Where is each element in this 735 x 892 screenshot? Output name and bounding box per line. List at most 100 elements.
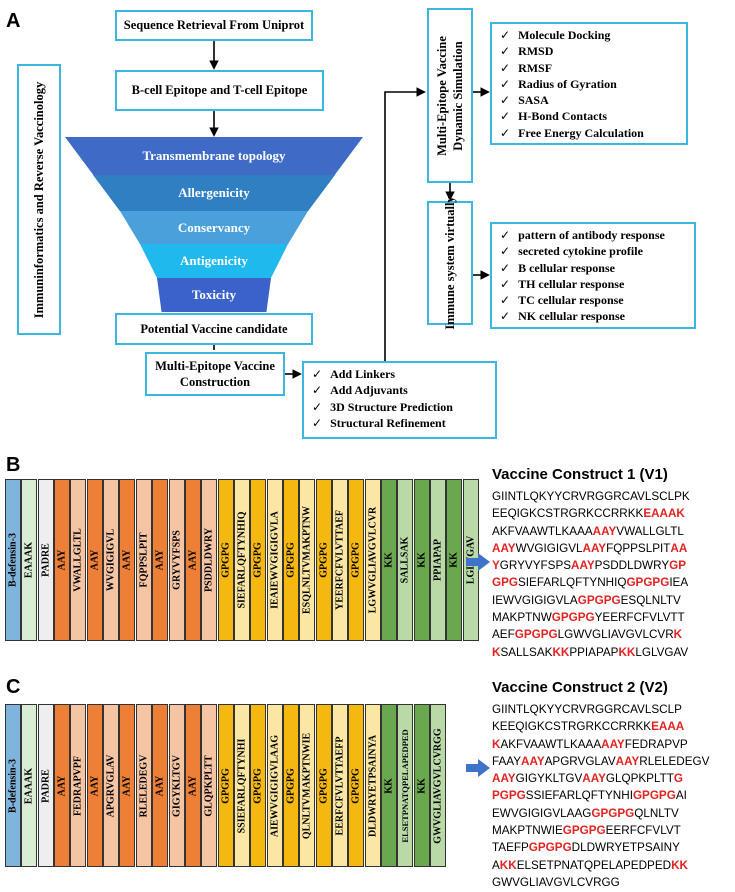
sequence-line: AEFGPGPGLGWVGLIAVGVLCVRK [492,626,690,643]
epitope-bar: AAY [54,479,71,641]
linker-segment: GPGPG [528,841,572,855]
epitope-bar-label: PSDDLDWRY [203,527,215,593]
linker-segment: GPGPG [632,789,676,803]
sequence-segment: AI [675,789,687,803]
epitope-bar-label: AAY [187,775,199,796]
linker-segment: AAY [571,559,595,573]
arrow-steps-simulation [384,87,426,361]
epitope-bar: KK [446,479,463,641]
funnel-transmembrane: Transmembrane topology [65,137,363,175]
epitope-bar-label: ESQLNLTVMAKPTNW [301,506,313,614]
sequence-line: GIINTLQKYYCRVRGGRCAVLSCLPK [492,488,690,505]
epitope-bar: GPGPG [315,479,332,641]
epitope-bar-label: PPIAPAP [432,538,444,582]
epitope-bar: QLNLTVMAKPTNWIE [299,704,316,867]
funnel-label-toxicity: Toxicity [191,287,237,302]
epitope-bar-label: AAY [121,549,133,571]
epitope-bar-label: ELSETPNATQPELAPEDPED [400,728,411,843]
epitope-bar: GPGPG [250,704,267,867]
sequence-segment: SALLSAK [500,645,553,659]
left-label-box: Immuninformatics and Reverse Vaccinology [17,64,61,335]
epitope-bar-label: GRYVYFSPS [171,530,182,590]
arrow-right-icon [466,553,490,571]
epitope-bar: KK [381,704,398,867]
sequence-line: EEQIGKCSTRGRKCCRRKKEAAAK [492,505,690,522]
immune-item: pattern of antibody response [500,227,686,243]
linker-segment: AA [670,541,688,555]
epitope-bar: KK [413,479,430,641]
linker-segment: KK [499,858,517,872]
epitope-bar-label: GPGPG [285,542,297,578]
epitope-bar: GPGPG [282,479,299,641]
sequence-segment: IEA [669,576,689,590]
construct-1-title: Vaccine Construct 1 (V1) [492,466,668,483]
sequence-segment: FEDRAPVP [624,737,688,751]
epitope-bar-label: AAY [187,549,199,571]
sequence-line: GIINTLQKYYCRVRGGRCAVLSCLP [492,701,709,718]
panel-b-letter: B [6,454,21,476]
linker-segment: K [492,737,501,751]
epitope-bar-label: YEERFCFVLVTTAEF [334,509,346,611]
linker-segment: K [492,645,501,659]
construction-step: 3D Structure Prediction [312,399,487,415]
simulation-item: RMSF [500,60,678,76]
epitope-bar-label: KK [383,777,395,794]
epitope-bar-label: KK [416,552,428,568]
linker-segment: GPGPG [562,824,606,838]
epitope-bar: PSDDLDWRY [201,479,218,641]
simulation-item: Molecule Docking [500,27,678,43]
epitope-bar: GPGPG [250,479,267,641]
sequence-line: AKFVAAWTLKAAAAAYVWALLGLTL [492,523,690,540]
linker-segment: GPG [492,576,518,590]
arrow-right-icon [466,759,490,777]
linker-segment: GP [669,559,686,573]
funnel-label-conservancy: Conservancy [177,219,251,235]
funnel-toxicity: Toxicity [157,278,271,312]
simulation-item: RMSD [500,43,678,59]
epitope-box: B-cell Epitope and T-cell Epitope [115,70,324,111]
epitope-bar-label: QLNLTVMAKPTNWIE [301,732,313,839]
linker-segment: GPGPG [626,576,670,590]
epitope-bar: APGRVGLAV [103,704,120,867]
sequence-segment: GRYVYFSPS [499,559,572,573]
immune-item: TH cellular response [500,276,686,292]
simulation-item: Radius of Gyration [500,76,678,92]
sequence-line: EWVGIGIGVLAAGGPGPGQLNLTV [492,805,709,822]
construction-box: Multi-Epitope Vaccine Construction [145,352,285,396]
immune-item: NK cellular response [500,308,686,324]
epitope-bar: AAY [86,704,103,867]
sequence-segment: QLNLTV [634,806,679,820]
sequence-line: IEWVGIGIGVLAGPGPGESQLNLTV [492,592,690,609]
epitope-bar: ESQLNLTVMAKPTNW [299,479,316,641]
sequence-segment: GIINTLQKYYCRVRGGRCAVLSCLP [492,703,682,716]
epitope-bar-label: AAY [154,549,166,571]
epitope-bar-label: FQPPSLPIT [138,532,150,588]
linker-segment: AAY [492,541,516,555]
epitope-bar-label: APGRVGLAV [105,754,117,817]
linker-segment: AAY [615,754,640,768]
epitope-bar: PADRE [37,479,54,641]
epitope-bar-label: AAY [89,775,101,796]
construction-steps-box: Add Linkers Add Adjuvants 3D Structure P… [302,361,497,439]
sequence-retrieval-box: Sequence Retrieval From Uniprot [115,10,313,41]
epitope-bar-label: GPGPG [285,767,297,804]
epitope-bar: GPGPG [217,479,234,641]
epitope-bar: RLELEDEGV [135,704,152,867]
epitope-bar-label: GPGPG [350,542,362,578]
epitope-bar-label: FEDRAPVPF [72,755,84,816]
sequence-segment: GLQPKPLTT [605,772,674,786]
epitope-bar: AAY [184,704,201,867]
linker-segment: EAAAK [643,507,685,521]
sequence-segment: MAKPTNW [492,611,552,625]
sequence-segment: TAEFP [492,841,529,855]
epitope-bar-label: AAY [121,775,133,796]
epitope-bar-label: RLELEDEGV [138,754,150,817]
linker-segment: EAAA [651,720,685,734]
sequence-line: YGRYVYFSPSAAYPSDDLDWRYGP [492,557,690,574]
epitope-bar: B-defensin-3 [5,479,21,641]
sequence-segment: ELSETPNATQPELAPEDPED [516,858,672,872]
epitope-bar: AAY [152,704,169,867]
sequence-segment: EWVGIGIGVLAAG [492,806,592,820]
linker-segment: AAY [582,541,607,555]
